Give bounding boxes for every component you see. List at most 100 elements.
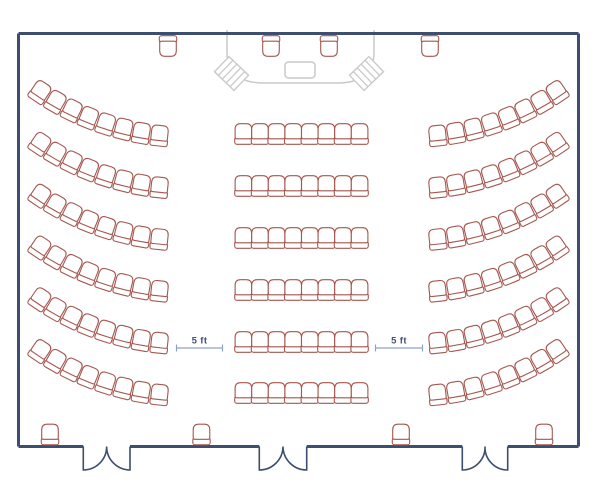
seat[interactable] — [250, 279, 270, 301]
seat[interactable] — [59, 253, 84, 279]
seat[interactable] — [544, 234, 570, 261]
seat[interactable] — [130, 328, 152, 353]
seat[interactable] — [283, 382, 303, 404]
seat[interactable] — [94, 319, 117, 344]
seat[interactable] — [43, 140, 68, 167]
seat[interactable] — [149, 331, 169, 355]
seat[interactable] — [149, 228, 169, 251]
seat[interactable] — [497, 105, 521, 131]
seat[interactable] — [480, 371, 503, 396]
seat[interactable] — [250, 227, 270, 249]
seat[interactable] — [300, 123, 320, 145]
seat[interactable] — [283, 227, 303, 249]
seat[interactable] — [428, 176, 448, 199]
seat[interactable] — [250, 123, 270, 145]
seat[interactable] — [480, 267, 503, 292]
speaker-icon[interactable] — [348, 55, 385, 92]
double-door[interactable] — [258, 446, 308, 471]
seat[interactable] — [76, 157, 100, 183]
seat[interactable] — [267, 331, 286, 353]
seat[interactable] — [59, 305, 84, 331]
seat[interactable] — [463, 376, 485, 401]
seat[interactable] — [112, 221, 134, 245]
dimension-marker-left[interactable]: 5 ft — [175, 336, 224, 352]
seat[interactable] — [333, 382, 353, 404]
seat[interactable] — [112, 272, 134, 297]
seat[interactable] — [43, 89, 68, 116]
seat[interactable] — [333, 175, 353, 197]
wall-chair[interactable] — [534, 423, 554, 446]
stage-chair[interactable] — [319, 35, 339, 57]
speaker-icon[interactable] — [213, 55, 250, 92]
seat[interactable] — [267, 382, 286, 404]
seat[interactable] — [529, 296, 554, 323]
wall-chair[interactable] — [158, 35, 178, 57]
seat[interactable] — [480, 215, 503, 241]
seat[interactable] — [250, 331, 270, 353]
seat[interactable] — [59, 97, 84, 124]
seat[interactable] — [283, 175, 303, 197]
seat[interactable] — [544, 338, 570, 365]
seat[interactable] — [130, 121, 152, 145]
seat[interactable] — [130, 225, 152, 249]
seat[interactable] — [300, 175, 320, 197]
seat[interactable] — [149, 279, 169, 303]
seat[interactable] — [317, 279, 336, 301]
seat[interactable] — [513, 201, 538, 227]
seat[interactable] — [94, 215, 117, 241]
seat[interactable] — [76, 105, 100, 131]
wall-chair[interactable] — [420, 35, 440, 57]
seat[interactable] — [300, 227, 320, 249]
seat[interactable] — [480, 112, 503, 137]
seat[interactable] — [317, 123, 336, 145]
seat[interactable] — [333, 331, 353, 353]
double-door[interactable] — [461, 446, 509, 471]
lectern[interactable] — [284, 61, 316, 79]
seat[interactable] — [112, 117, 134, 142]
seat[interactable] — [513, 253, 538, 279]
seat[interactable] — [112, 376, 134, 401]
seat[interactable] — [317, 175, 336, 197]
seat[interactable] — [27, 234, 53, 261]
seat[interactable] — [497, 260, 521, 286]
seat[interactable] — [333, 279, 353, 301]
wall-chair[interactable] — [192, 423, 211, 446]
seat[interactable] — [350, 123, 369, 145]
seat[interactable] — [497, 157, 521, 183]
seat[interactable] — [333, 227, 353, 249]
seat[interactable] — [27, 338, 53, 365]
seat[interactable] — [463, 221, 485, 245]
seat[interactable] — [428, 383, 448, 407]
seat[interactable] — [544, 79, 570, 106]
seat[interactable] — [463, 324, 485, 349]
seat[interactable] — [463, 272, 485, 297]
seat[interactable] — [445, 328, 467, 353]
seat[interactable] — [544, 286, 570, 313]
wall-chair[interactable] — [40, 423, 60, 446]
seat[interactable] — [300, 279, 320, 301]
seat[interactable] — [529, 140, 554, 167]
seat[interactable] — [529, 89, 554, 116]
seat[interactable] — [300, 382, 320, 404]
seat[interactable] — [300, 331, 320, 353]
seat[interactable] — [317, 331, 336, 353]
seat[interactable] — [112, 324, 134, 349]
seat[interactable] — [149, 176, 169, 199]
seat[interactable] — [445, 277, 467, 301]
seat[interactable] — [234, 175, 253, 197]
seat[interactable] — [27, 79, 53, 106]
seat[interactable] — [76, 209, 100, 235]
seat[interactable] — [513, 305, 538, 331]
seat[interactable] — [445, 173, 467, 197]
seat[interactable] — [283, 123, 303, 145]
seat[interactable] — [27, 130, 53, 157]
seat[interactable] — [267, 279, 286, 301]
seat[interactable] — [234, 331, 253, 353]
seat[interactable] — [43, 244, 68, 271]
seat[interactable] — [76, 312, 100, 338]
seat[interactable] — [497, 364, 521, 390]
seat[interactable] — [94, 371, 117, 396]
seat[interactable] — [76, 364, 100, 390]
seat[interactable] — [513, 97, 538, 124]
seat[interactable] — [350, 227, 369, 249]
